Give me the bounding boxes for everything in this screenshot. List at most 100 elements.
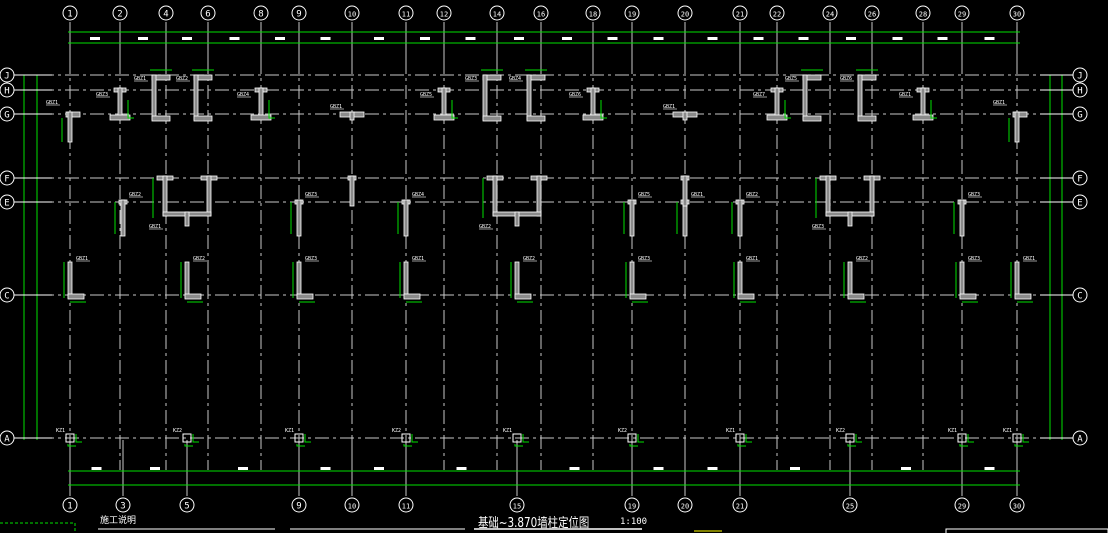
wall-dim-bracket <box>296 444 305 447</box>
dim-text-mark <box>653 467 664 470</box>
dim-text-mark <box>790 467 800 470</box>
column-tag: KZ1 <box>56 428 65 434</box>
dim-text-mark <box>569 467 580 470</box>
axis-bubble-bottom-label: 29 <box>958 503 966 511</box>
axis-bubble-top-label: 8 <box>258 10 263 20</box>
wall-dim-bracket <box>67 444 76 447</box>
dim-text-mark <box>562 37 572 40</box>
axis-bubble-top-circle <box>915 5 931 21</box>
wall-segment <box>349 111 355 121</box>
title-block <box>0 522 1108 533</box>
wall-segment <box>959 293 977 300</box>
wall-dim-bracket <box>967 434 974 443</box>
axis-bubble-top-label: 6 <box>205 10 210 20</box>
wall-segment <box>441 87 447 119</box>
axis-bubble-bottom-circle <box>677 497 693 513</box>
axis-bubble-bottom-circle <box>344 497 360 513</box>
column-tag: KZ1 <box>1003 428 1012 434</box>
column-tag: KZ2 <box>618 428 627 434</box>
wall-segment <box>403 293 421 300</box>
wall-segment <box>629 293 647 300</box>
wall-segment <box>802 74 808 121</box>
axis-bubble-top-circle <box>585 5 601 21</box>
dim-text-mark <box>320 37 331 40</box>
axis-bubble-right-label: G <box>1077 111 1082 121</box>
wall-dim-bracket <box>268 100 275 119</box>
axis-bubble-bottom-label: 3 <box>120 502 125 512</box>
axis-bubble-left-label: G <box>4 111 9 121</box>
wall-segment <box>482 74 488 121</box>
wall-segment <box>193 74 199 121</box>
wall-tag: GBZ1 <box>746 256 758 262</box>
column-tag: KZ2 <box>173 428 182 434</box>
title-block-frame <box>945 528 1108 533</box>
axis-bubble-bottom-circle <box>398 497 414 513</box>
wall-segment <box>403 199 409 237</box>
wall-tag: GBZ7 <box>753 92 765 98</box>
axis-bubble-right-circle <box>1072 106 1088 122</box>
wall-segment <box>184 211 190 227</box>
wall-tag: GBZ5 <box>638 192 650 198</box>
axis-bubble-top-circle <box>864 5 880 21</box>
axis-bubble-bottom-label: 20 <box>681 503 689 511</box>
wall-segment <box>847 293 865 300</box>
wall-segment <box>582 114 604 121</box>
axis-bubble-right-circle <box>1072 82 1088 98</box>
axis-bubble-top-circle <box>954 5 970 21</box>
dim-text-mark <box>798 37 809 40</box>
wall-tag: GBZ1 <box>1023 256 1035 262</box>
wall-segment <box>184 293 202 300</box>
axis-bubble-top-label: 24 <box>826 11 834 19</box>
wall-segment <box>857 115 877 122</box>
axis-bubble-right-label: J <box>1077 72 1082 82</box>
dim-text-mark <box>892 37 903 40</box>
axis-bubble-right-circle <box>1072 67 1088 83</box>
wall-segment <box>296 261 302 299</box>
column-kz <box>294 433 304 443</box>
wall-dim-bracket <box>127 100 134 119</box>
wall-segment <box>514 211 520 227</box>
wall-segment <box>629 261 635 299</box>
wall-tag: GBZ2 <box>176 76 188 82</box>
dim-text-mark <box>514 37 524 40</box>
wall-segment <box>162 175 168 217</box>
axis-bubble-top-circle <box>1009 5 1025 21</box>
wall-segment <box>403 261 409 299</box>
wall-tag: GBZ2 <box>856 256 868 262</box>
wall-segment <box>959 199 965 237</box>
wall-segment <box>526 115 546 122</box>
wall-segment <box>526 74 532 121</box>
wall-segment <box>912 114 934 121</box>
axis-bubble-right-label: H <box>1077 87 1082 97</box>
axis-bubble-bottom-circle <box>62 497 78 513</box>
axis-bubble-top-circle <box>253 5 269 21</box>
dim-text-mark <box>91 467 102 470</box>
wall-tag: GBZ3 <box>96 92 108 98</box>
wall-tag: GBZ2 <box>193 256 205 262</box>
axis-bubble-top-label: 21 <box>736 11 744 19</box>
wall-tag: GBZ3 <box>638 256 650 262</box>
axis-bubble-bottom-label: 5 <box>184 502 189 512</box>
dim-text-mark <box>90 37 100 40</box>
wall-segment <box>250 114 272 121</box>
wall-dim-bracket <box>411 434 418 443</box>
wall-segment <box>869 175 875 217</box>
wall-tag: GBZ1 <box>993 100 1005 106</box>
wall-segment <box>67 293 85 300</box>
wall-tag: GBZ3 <box>968 192 980 198</box>
axis-bubble-top-label: 12 <box>440 11 448 19</box>
wall-tag: GBZ3 <box>812 224 824 230</box>
wall-segment <box>65 111 81 118</box>
wall-tag: GBZ2 <box>523 256 535 262</box>
column-tag: KZ1 <box>503 428 512 434</box>
wall-tag: GBZ5 <box>785 76 797 82</box>
wall-dim-bracket <box>1014 444 1023 447</box>
wall-segment <box>109 114 131 121</box>
axis-bubble-bottom-label: 15 <box>513 503 521 511</box>
wall-tag: GBZ1 <box>691 192 703 198</box>
wall-tag: GBZ1 <box>899 92 911 98</box>
axis-bubble-left-label: H <box>4 87 9 97</box>
axis-bubble-bottom-circle <box>115 497 131 513</box>
wall-segment <box>117 87 123 119</box>
